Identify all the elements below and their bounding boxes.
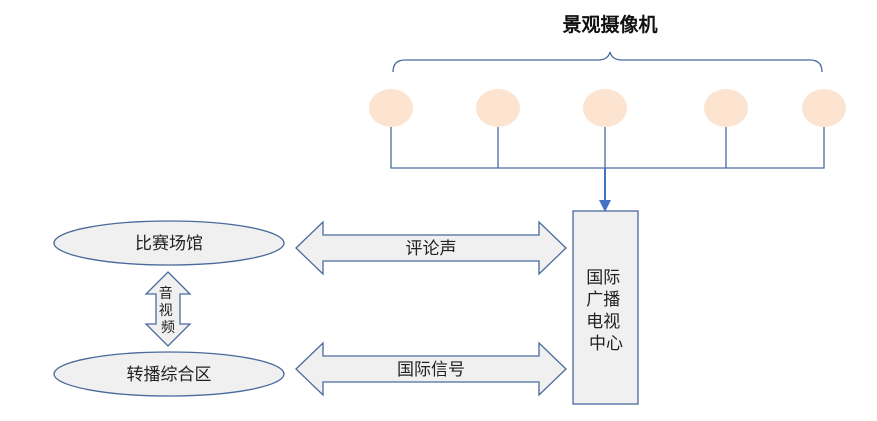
ibc-label: 国际 广播 电视 中心 — [586, 268, 625, 354]
commentary-double-arrow — [295, 220, 567, 276]
intl-signal-label: 国际信号 — [397, 360, 465, 380]
camera-node — [583, 89, 627, 127]
av-label: 音 视 频 — [159, 285, 177, 336]
cameras-title: 景观摄像机 — [562, 13, 657, 36]
cameras-brace — [392, 51, 823, 73]
broadcast-area-node — [53, 351, 285, 397]
commentary-label: 评论声 — [406, 239, 457, 259]
camera-node — [802, 89, 846, 127]
camera-node — [476, 89, 520, 127]
venue-label: 比赛场馆 — [135, 233, 203, 254]
camera-connectors — [390, 127, 825, 169]
camera-node — [369, 89, 413, 127]
camera-feed-arrowhead — [599, 200, 611, 212]
venue-node — [53, 220, 285, 266]
broadcast-area-label: 转播综合区 — [127, 365, 212, 385]
av-double-arrow — [144, 271, 192, 347]
camera-node — [704, 89, 748, 127]
ibc-box — [572, 210, 639, 405]
intl-signal-double-arrow — [295, 341, 567, 397]
